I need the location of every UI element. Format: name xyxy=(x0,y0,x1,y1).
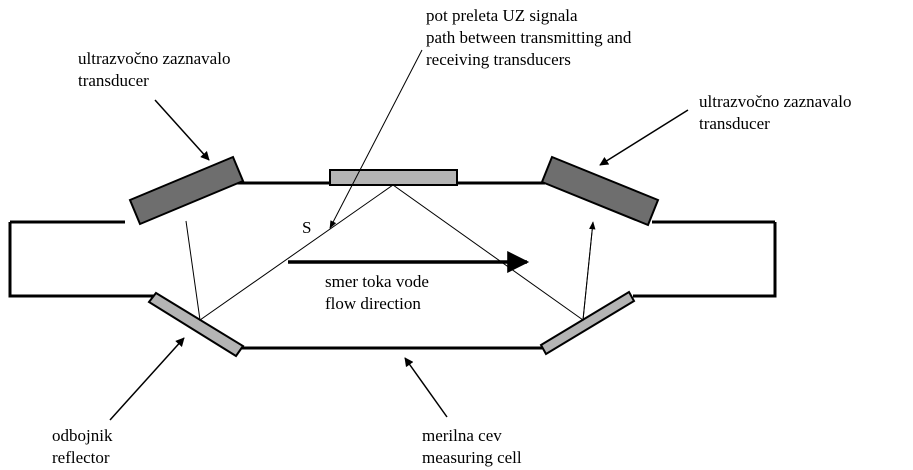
signal-path-label: pot preleta UZ signala path between tran… xyxy=(426,6,636,69)
measuring-cell-label: merilna cev measuring cell xyxy=(422,426,522,467)
transducer-left-label: ultrazvočno zaznavalo transducer xyxy=(78,49,235,90)
signal-path-pointer xyxy=(329,49,423,229)
transducer-right xyxy=(540,155,660,227)
reflector-pointer xyxy=(109,337,185,421)
reflector-left xyxy=(147,291,245,358)
transducer-right-label: ultrazvočno zaznavalo transducer xyxy=(699,92,856,133)
transducer-left xyxy=(128,155,245,226)
transducer-right-pointer xyxy=(599,109,689,166)
pipe-left-inlet xyxy=(8,222,155,298)
flow-direction-label: smer toka vode flow direction xyxy=(325,272,433,313)
signal-path-arrow-end xyxy=(582,221,596,321)
pipe-right-outlet xyxy=(633,222,777,298)
reflector-label: odbojnik reflector xyxy=(52,426,117,467)
measuring-cell-pointer xyxy=(404,357,448,418)
path-marker-s: S xyxy=(302,218,311,237)
reflector-right xyxy=(539,290,636,356)
reflector-top xyxy=(329,169,458,186)
transducer-left-pointer xyxy=(154,99,210,161)
pipe-top-wall xyxy=(10,181,775,224)
